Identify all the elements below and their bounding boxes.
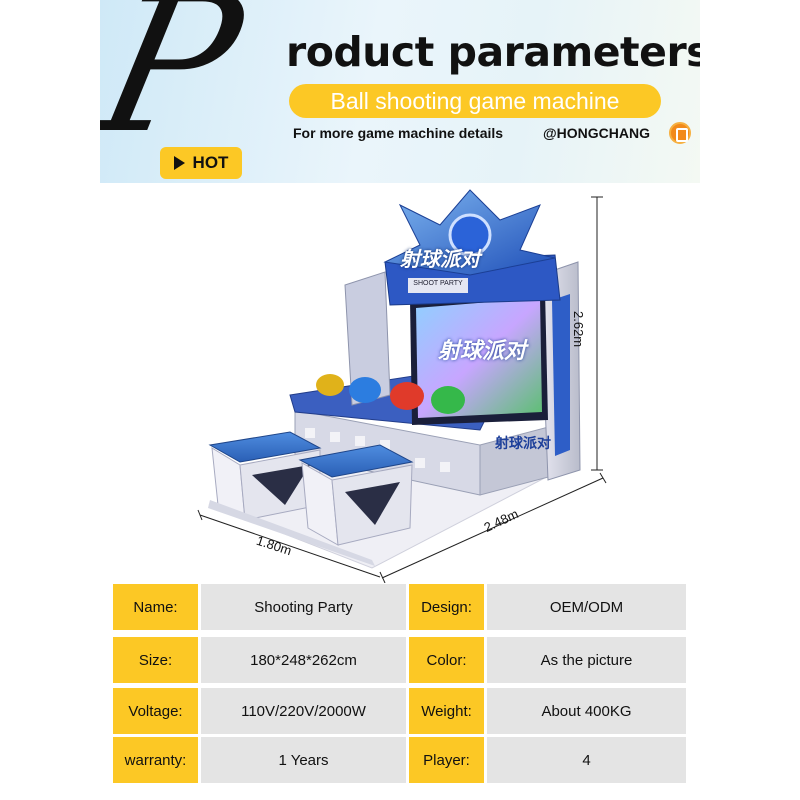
stool-left: [208, 431, 322, 521]
spec-value: 1 Years: [201, 737, 406, 783]
more-details-text: For more game machine details: [293, 125, 504, 141]
arcade-machine-illustration: [197, 189, 607, 584]
spec-label: Weight:: [409, 688, 484, 734]
spec-label: Color:: [409, 637, 484, 683]
page-title: roduct parameters: [286, 28, 700, 76]
marquee-label: SHOOT PARTY: [413, 280, 463, 287]
table-row: Size: 180*248*262cm Color: As the pictur…: [113, 637, 686, 683]
spec-label: Size:: [113, 637, 198, 683]
gun-controllers: [316, 374, 465, 414]
title-initial: P: [100, 0, 258, 175]
hot-button-label: HOT: [192, 153, 229, 172]
spec-label: Player:: [409, 737, 484, 783]
spec-value: 4: [487, 737, 686, 783]
spec-label: warranty:: [113, 737, 198, 783]
spec-label: Design:: [409, 584, 484, 630]
product-image: 射球派对 SHOOT PARTY 射球派对 射球派对 2.62m 2.48m 1…: [0, 183, 800, 584]
spec-label: Voltage:: [113, 688, 198, 734]
brand-handle: @HONGCHANG: [543, 125, 650, 141]
spec-value: 180*248*262cm: [201, 637, 406, 683]
dimension-height: 2.62m: [571, 311, 586, 348]
spec-value: As the picture: [487, 637, 686, 683]
dimension-lines: [197, 196, 607, 584]
play-icon: [173, 156, 185, 170]
hot-button[interactable]: HOT: [160, 147, 242, 179]
spec-value: Shooting Party: [201, 584, 406, 630]
brand-logo-icon: [669, 122, 691, 144]
header-banner: P roduct parameters Ball shooting game m…: [100, 0, 700, 183]
table-row: warranty: 1 Years Player: 4: [113, 737, 686, 783]
spec-value: About 400KG: [487, 688, 686, 734]
side-logo-text: 射球派对: [495, 435, 551, 451]
spec-label: Name:: [113, 584, 198, 630]
subtitle-badge: Ball shooting game machine: [289, 84, 661, 118]
table-row: Name: Shooting Party Design: OEM/ODM: [113, 584, 686, 630]
stool-right: [298, 444, 414, 546]
table-row: Voltage: 110V/220V/2000W Weight: About 4…: [113, 688, 686, 734]
spec-value: OEM/ODM: [487, 584, 686, 630]
crest-logo-text: 射球派对: [400, 249, 480, 271]
screen-title-text: 射球派对: [438, 338, 527, 363]
spec-value: 110V/220V/2000W: [201, 688, 406, 734]
